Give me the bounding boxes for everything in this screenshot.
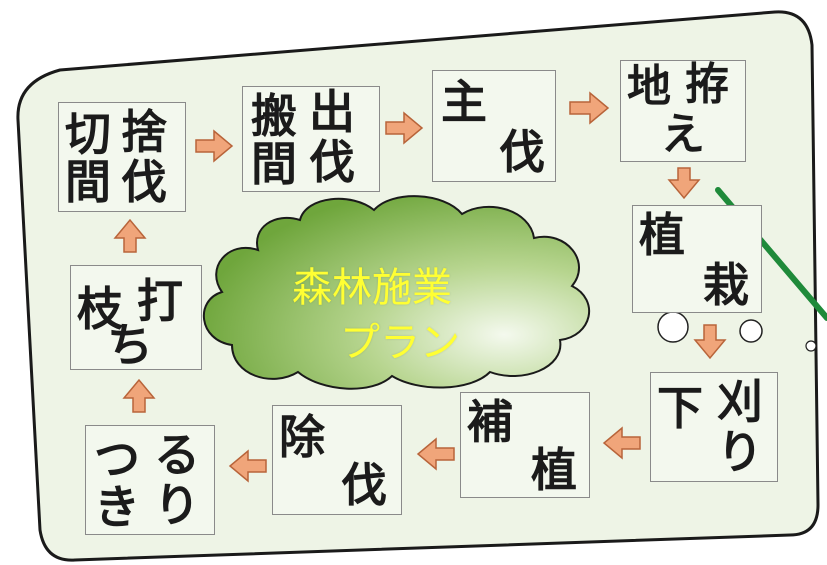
thought-bubble-tiny [805,340,817,352]
step-char: 間 [65,155,111,209]
step-hoshoku: 補 植 [460,392,590,498]
step-char: 切 [65,107,111,161]
step-char: り [154,478,200,532]
step-char: る [154,428,200,482]
step-char: 伐 [341,458,387,512]
step-edauchi: 枝 打 ち [70,265,202,370]
step-hansyutsu-kanbatsu: 搬 出 間 伐 [242,86,380,192]
step-char: 枝 [77,282,123,336]
step-char: 搬 [251,89,297,143]
step-char: 拵 [685,59,729,110]
step-char: 主 [441,75,487,129]
center-title-line-1: 森林施業 [292,265,452,311]
step-char: 伐 [499,125,545,179]
step-char: り [717,425,763,479]
step-char: 伐 [309,135,355,189]
step-char: 打 [137,274,183,328]
step-char: 栽 [703,258,749,312]
step-jigoshirae: 地 拵 え [620,60,746,162]
step-char: 除 [279,410,325,464]
step-char: 出 [309,85,355,139]
step-char: ち [107,318,153,372]
step-tsurukiri: つ る き り [85,425,215,535]
center-title-line-2: プラン [340,320,460,366]
step-shitagari: 下 刈 り [650,372,778,482]
thought-bubble-large [657,311,689,343]
step-kirisute-kanbatsu: 切 捨 間 伐 [58,102,186,212]
step-char: 植 [531,443,577,497]
step-char: え [661,109,705,160]
step-shokusai: 植 栽 [632,205,762,313]
step-shubatsu: 主 伐 [432,70,556,182]
step-char: き [94,480,140,534]
step-char: 下 [657,381,703,435]
step-char: 伐 [121,155,167,209]
step-char: 補 [467,395,513,449]
center-cloud [202,195,590,390]
step-jobatsu: 除 伐 [272,405,402,515]
step-char: 植 [639,208,685,262]
step-char: 刈 [717,375,763,429]
step-char: つ [94,432,140,486]
thought-bubble-small [739,319,763,343]
step-char: 地 [627,61,671,112]
step-char: 捨 [121,105,167,159]
step-char: 間 [251,137,297,191]
